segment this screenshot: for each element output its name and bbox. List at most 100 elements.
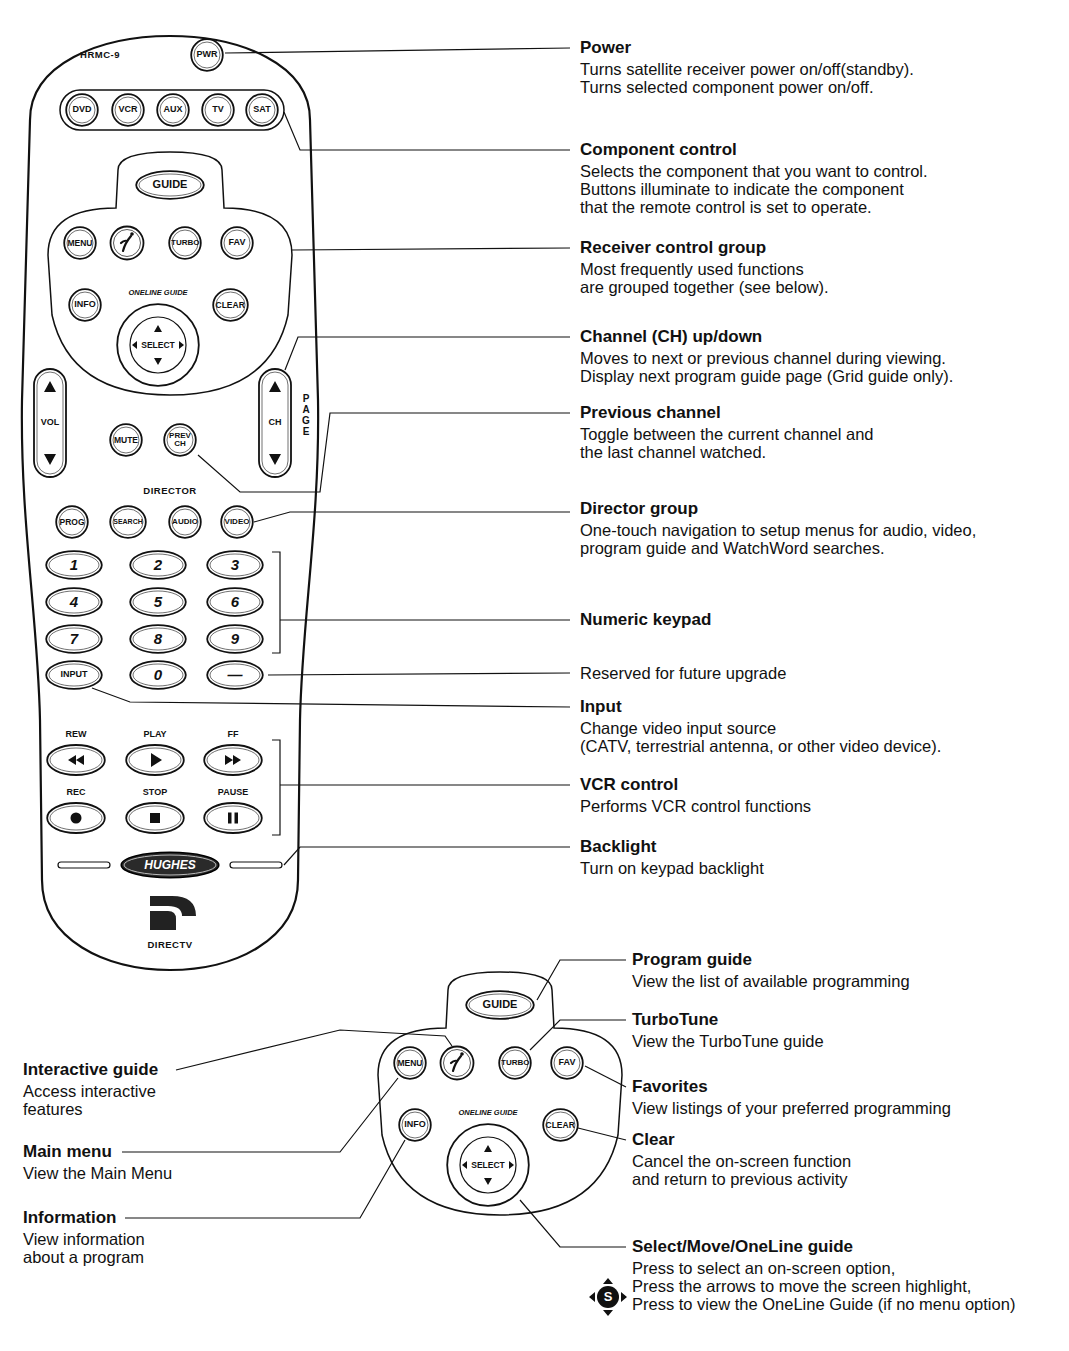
button-outline: [126, 803, 184, 833]
callout-text: Selects the component that you want to c…: [580, 162, 928, 180]
button-label: VIDEO: [223, 518, 251, 526]
number-key: 2: [129, 550, 187, 580]
button-outline: [130, 588, 186, 616]
button-label: GUIDE: [138, 179, 202, 191]
button-outline: [110, 506, 146, 538]
callout-text: One-touch navigation to setup menus for …: [580, 521, 976, 539]
round-button: PWR: [190, 38, 224, 72]
button-label: CLEAR: [216, 301, 245, 310]
callout-text: Toggle between the current channel and: [580, 425, 874, 443]
callout-heading: Favorites: [632, 1077, 708, 1097]
button-label: FAV: [553, 1058, 581, 1067]
button-label: 1: [48, 557, 100, 573]
callout-heading: Receiver control group: [580, 238, 766, 258]
button-rim: [49, 554, 99, 576]
callout-text: are grouped together (see below).: [580, 278, 829, 296]
round-button: AUDIO: [168, 505, 202, 539]
button-outline: [126, 745, 184, 775]
button-outline: [56, 506, 88, 538]
round-button: MENU: [63, 226, 97, 260]
callout-text: Display next program guide page (Grid gu…: [580, 367, 953, 385]
leader-lines: [272, 740, 570, 835]
button-outline: [46, 588, 102, 616]
transport-button: PAUSE: [203, 787, 263, 834]
number-key: 3: [206, 550, 264, 580]
button-outline: [399, 1109, 431, 1141]
button-label: INPUT: [48, 670, 100, 679]
backlight-button: HUGHES: [120, 851, 220, 879]
button-label: HUGHES: [123, 859, 217, 872]
button-outline: [47, 803, 105, 833]
button-outline: [207, 551, 263, 579]
leader-lines: [92, 688, 570, 707]
round-button: TURBO: [498, 1046, 532, 1080]
callout-text: Buttons illuminate to indicate the compo…: [580, 180, 904, 198]
callout-text: Reserved for future upgrade: [580, 664, 786, 682]
number-key: 7: [45, 624, 103, 654]
button-rim: [172, 509, 198, 535]
button-label: INFO: [401, 1120, 429, 1129]
leader-lines: [268, 673, 570, 675]
button-outline: [110, 424, 142, 456]
round-button: INFO: [68, 288, 102, 322]
button-rim: [224, 230, 250, 256]
button-label: 4: [48, 594, 100, 610]
button-label: REC: [49, 788, 103, 797]
button-rim: [69, 97, 95, 123]
oval-button: INPUT: [45, 660, 103, 690]
button-label: TURBO: [171, 239, 199, 247]
button-rim: [205, 97, 231, 123]
button-label: 6: [209, 594, 261, 610]
button-outline: [157, 94, 189, 126]
select-pad: SELECT: [446, 1123, 530, 1207]
button-rim: [249, 97, 275, 123]
button-outline: [499, 1047, 531, 1079]
callout-text: and return to previous activity: [632, 1170, 848, 1188]
button-outline: [47, 745, 105, 775]
callout-text: View information: [23, 1230, 145, 1248]
button-outline: [394, 1047, 426, 1079]
button-outline: [207, 661, 263, 689]
round-button: SAT: [245, 93, 279, 127]
callout-heading: Numeric keypad: [580, 610, 711, 630]
callout-heading: Backlight: [580, 837, 657, 857]
round-button: FAV: [550, 1046, 584, 1080]
button-rim: [210, 628, 260, 650]
button-outline: [213, 289, 248, 321]
round-button: PROG: [55, 505, 89, 539]
button-rim: [167, 427, 193, 453]
button-rim: [133, 554, 183, 576]
select-pad: SELECT: [116, 303, 200, 387]
interactive-button: [460, 1052, 464, 1056]
callout-text: features: [23, 1100, 83, 1118]
button-rim: [115, 97, 141, 123]
button-label: PAUSE: [206, 788, 260, 797]
oval-button: GUIDE: [135, 170, 205, 200]
transport-symbol: [71, 813, 82, 824]
button-outline: [130, 551, 186, 579]
page-marking: PAGE: [301, 393, 311, 437]
rocker-button: CH: [258, 368, 292, 478]
leader-lines: [122, 1078, 398, 1152]
transport-symbol: [228, 813, 238, 824]
button-label: TURBO: [501, 1059, 529, 1067]
button-outline: [169, 227, 201, 259]
button-label: AUX: [159, 105, 187, 114]
button-outline: [64, 227, 96, 259]
leader-lines: [92, 48, 626, 1247]
button-rim: [210, 591, 260, 613]
button-outline: [221, 227, 253, 259]
button-outline: [136, 171, 204, 199]
number-key: —: [206, 660, 264, 690]
button-label: VCR: [114, 105, 142, 114]
button-outline: [112, 94, 144, 126]
round-button: MENU: [393, 1046, 427, 1080]
guide-marking: ONELINE GUIDE: [128, 288, 187, 297]
remote-body: HRMC-9DIRECTVPWRDVDVCRAUXTVSATGUIDEMENUT…: [0, 0, 340, 1000]
transport-symbol: [225, 755, 241, 765]
button-outline: [543, 1109, 578, 1141]
callout-text: the last channel watched.: [580, 443, 766, 461]
leader-lines: [284, 847, 570, 865]
transport-button: FF: [203, 729, 263, 776]
callout-text: Turns satellite receiver power on/off(st…: [580, 60, 914, 78]
